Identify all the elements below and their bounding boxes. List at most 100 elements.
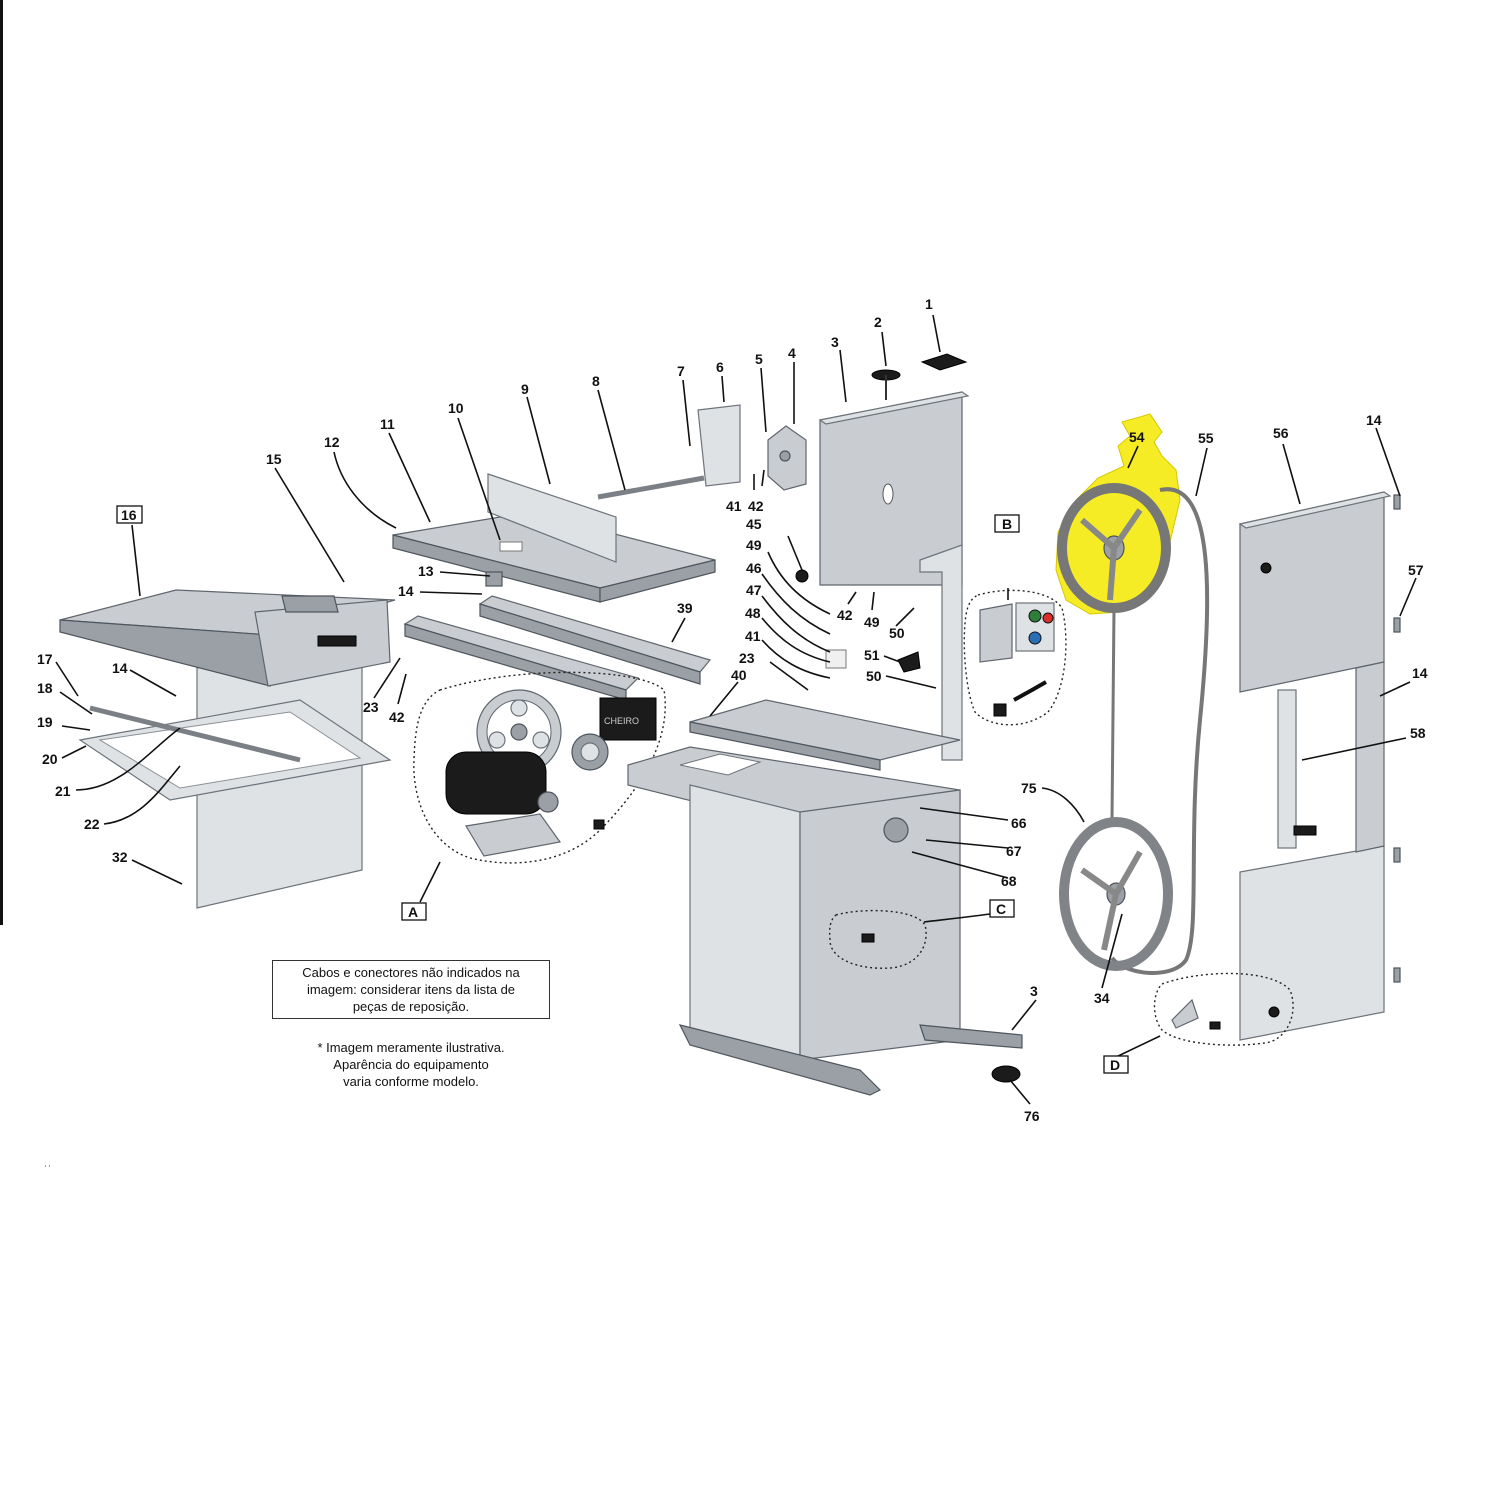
frame-opening (98, 711, 362, 789)
wheels-and-blade (1055, 413, 1210, 975)
slider-58 (1277, 689, 1297, 849)
label-part-16: 16 (121, 507, 137, 523)
detail-b-outline (963, 589, 1067, 726)
detail-label-c: C (996, 901, 1006, 917)
foot-3-left (678, 1024, 882, 1096)
label-part-48: 50 (889, 625, 905, 641)
label-part-3: 3 (831, 334, 839, 350)
detail-c-outline (828, 909, 927, 969)
blade-guide-post (919, 544, 963, 761)
cables-note: Cabos e conectores não indicados na imag… (272, 960, 550, 1019)
label-part-8: 8 (592, 373, 600, 389)
block-13 (485, 571, 503, 587)
knob-43 (795, 569, 809, 583)
label-part-23: 23 (363, 699, 379, 715)
label-part-58: 58 (1410, 725, 1426, 741)
label-part-68: 68 (1001, 873, 1017, 889)
blade-55 (1110, 487, 1210, 975)
label-part-34: 34 (1094, 990, 1110, 1006)
label-part-9: 9 (521, 381, 529, 397)
rails (403, 595, 712, 701)
label-part-18: 18 (37, 680, 53, 696)
label-part-49: 49 (746, 537, 762, 553)
lower-door (1239, 845, 1385, 1041)
label-part-44: 46 (746, 560, 762, 576)
label-part-21: 21 (55, 783, 71, 799)
top-table (392, 473, 716, 603)
cables-note-line-2: imagem: considerar itens da lista de (306, 982, 516, 997)
foot-3-right (919, 1024, 1023, 1049)
label-part-1: 1 (925, 296, 933, 312)
left-edge-bar (0, 0, 3, 925)
electric-motor (445, 751, 547, 815)
label-part-41: 41 (745, 628, 761, 644)
illustrative-disclaimer: * Imagem meramente ilustrativa. Aparênci… (272, 1039, 550, 1090)
label-part-10: 10 (448, 400, 464, 416)
label-part-40: 40 (731, 667, 747, 683)
top-small-parts (697, 353, 968, 673)
motor-tag: CHEIRO (604, 716, 639, 726)
notes-block: Cabos e conectores não indicados na imag… (272, 960, 550, 1090)
label-part-2: 2 (874, 314, 882, 330)
handle-51 (897, 651, 921, 673)
label-part-46: 48 (745, 605, 761, 621)
cables-note-line-3: peças de reposição. (352, 999, 470, 1014)
label-part-39: 39 (677, 600, 693, 616)
label-part-14c: 14 (1366, 412, 1382, 428)
label-part-50: 50 (866, 668, 882, 684)
label-part-20: 20 (42, 751, 58, 767)
rod-8 (597, 475, 705, 500)
base-front (799, 789, 961, 1061)
label-part-12: 12 (324, 434, 340, 450)
label-part-19: 19 (37, 714, 53, 730)
stray-mark: ˙˙ (44, 1163, 52, 1177)
label-part-17: 17 (37, 651, 53, 667)
drawer-handle (317, 635, 357, 647)
label-part-42: 42 (389, 709, 405, 725)
label-part-16-box (116, 505, 143, 524)
detail-b-switch (963, 589, 1067, 726)
cap-1 (920, 353, 968, 371)
label-part-11: 11 (380, 416, 395, 432)
label-part-41b: 41 (726, 498, 742, 514)
rail-21 (89, 705, 301, 763)
label-part-54: 54 (1129, 429, 1145, 445)
bearing-block-45 (825, 649, 847, 669)
cover-6 (697, 404, 741, 487)
right-doors (1153, 491, 1401, 1046)
label-part-51: 51 (864, 647, 880, 663)
label-part-55: 55 (1198, 430, 1214, 446)
foot-pad-76 (991, 1065, 1021, 1083)
detail-d-outline (1153, 972, 1294, 1046)
disclaimer-line-1: * Imagem meramente ilustrativa. (317, 1040, 505, 1055)
label-part-32: 32 (112, 849, 128, 865)
label-part-13: 13 (418, 563, 434, 579)
detail-label-b: B (1002, 516, 1012, 532)
cables-note-line-1: Cabos e conectores não indicados na (302, 965, 520, 980)
lower-wheel-75 (1059, 817, 1173, 971)
label-part-23b: 23 (739, 650, 755, 666)
label-part-45: 47 (746, 582, 762, 598)
label-part-22: 22 (84, 816, 100, 832)
label-part-14: 14 (398, 583, 414, 599)
guide-10 (499, 541, 523, 552)
capacitor-box (599, 697, 657, 741)
label-part-4: 4 (788, 345, 796, 361)
label-part-76: 76 (1024, 1108, 1040, 1124)
label-part-5: 5 (755, 351, 763, 367)
label-part-43: 45 (746, 516, 762, 532)
highlight-54 (1055, 413, 1181, 615)
part-number-labels: 1 2 3 4 5 6 7 8 9 10 11 12 13 14 15 16 1… (37, 296, 1428, 1124)
label-part-56: 56 (1273, 425, 1289, 441)
fence-9 (487, 473, 617, 563)
label-part-47: 49 (864, 614, 880, 630)
motor-base (465, 813, 562, 857)
label-part-42c: 42 (837, 607, 853, 623)
label-part-57: 57 (1408, 562, 1424, 578)
detail-label-a: A (408, 904, 418, 920)
disclaimer-line-2: Aparência do equipamento (333, 1057, 489, 1072)
detail-a-motor: CHEIRO (413, 671, 666, 864)
left-cabinet (59, 589, 396, 909)
switch-bracket (979, 603, 1013, 663)
